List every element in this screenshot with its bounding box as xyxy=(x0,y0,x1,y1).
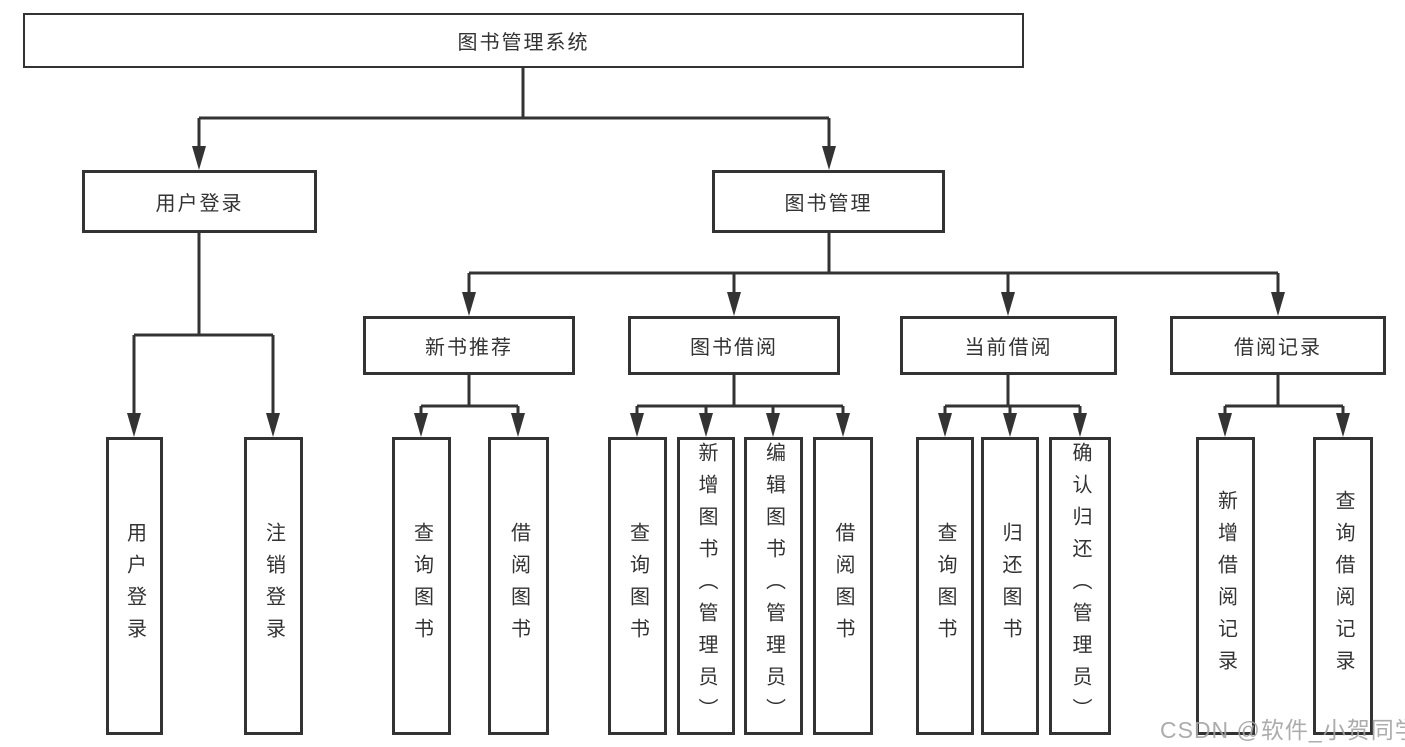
leaf-borrowing-query-books: 查询图书 xyxy=(608,437,667,735)
leaf-add-borrow-record: 新增借阅记录 xyxy=(1196,437,1255,735)
arrowhead-icon xyxy=(462,292,476,316)
arrowhead-icon xyxy=(127,413,141,437)
leaf-return-books: 归还图书 xyxy=(981,437,1039,735)
connector-root-to-level2 xyxy=(197,68,831,148)
arrowhead-icon xyxy=(1336,413,1350,437)
connector-current-borrowing-to-leaves xyxy=(943,375,1082,414)
leaf-label: 注销登录 xyxy=(262,522,285,650)
node-user-login: 用户登录 xyxy=(82,170,317,233)
arrowhead-icon xyxy=(511,413,525,437)
leaf-new-book-query-books: 查询图书 xyxy=(392,437,451,735)
arrowhead-icon xyxy=(1003,413,1017,437)
node-new-book-recommendation: 新书推荐 xyxy=(363,316,575,375)
arrowhead-icon xyxy=(414,413,428,437)
node-book-borrowing: 图书借阅 xyxy=(628,316,840,375)
leaf-label: 借阅图书 xyxy=(832,522,854,650)
connector-borrow-records-to-leaves xyxy=(1223,375,1345,414)
leaf-label: 归还图书 xyxy=(999,522,1021,650)
arrowhead-icon xyxy=(630,413,644,437)
node-borrowing-records: 借阅记录 xyxy=(1170,316,1386,375)
leaf-label: 新增图书（管理员） xyxy=(695,442,717,730)
leaf-label: 新增借阅记录 xyxy=(1214,490,1237,682)
leaf-label: 用户登录 xyxy=(123,522,146,650)
arrowheads xyxy=(127,146,1350,437)
leaf-confirm-return-admin: 确认归还（管理员） xyxy=(1049,437,1111,735)
leaf-current-query-books: 查询图书 xyxy=(916,437,974,735)
watermark: CSDN @软件_小贺同学 xyxy=(1160,717,1405,743)
node-library-management-system: 图书管理系统 xyxy=(23,13,1024,68)
leaf-borrowing-borrow-books: 借阅图书 xyxy=(813,437,873,735)
leaf-label: 查询图书 xyxy=(934,522,956,650)
leaf-add-book-admin: 新增图书（管理员） xyxy=(677,437,735,735)
connector-paths xyxy=(132,68,1345,414)
leaf-new-book-borrow-books: 借阅图书 xyxy=(488,437,549,735)
arrowhead-icon xyxy=(938,413,952,437)
leaf-query-borrow-record: 查询借阅记录 xyxy=(1313,437,1373,735)
connector-user-login-to-leaves xyxy=(132,233,275,414)
node-current-borrowing: 当前借阅 xyxy=(900,316,1117,375)
arrowhead-icon xyxy=(699,413,713,437)
connector-book-management-to-level3 xyxy=(467,233,1280,293)
arrowhead-icon xyxy=(266,413,280,437)
leaf-edit-book-admin: 编辑图书（管理员） xyxy=(744,437,803,735)
arrowhead-icon xyxy=(836,413,850,437)
connector-book-borrowing-to-leaves xyxy=(635,375,845,414)
arrowhead-icon xyxy=(822,146,836,170)
node-book-management: 图书管理 xyxy=(712,170,945,233)
arrowhead-icon xyxy=(1001,292,1015,316)
leaf-label: 编辑图书（管理员） xyxy=(762,442,785,730)
arrowhead-icon xyxy=(1218,413,1232,437)
leaf-label: 查询借阅记录 xyxy=(1332,490,1354,682)
connector-new-book-to-leaves xyxy=(419,375,520,414)
arrowhead-icon xyxy=(1271,292,1285,316)
leaf-label: 确认归还（管理员） xyxy=(1069,442,1091,730)
leaf-label: 查询图书 xyxy=(626,522,649,650)
leaf-label: 查询图书 xyxy=(410,522,433,650)
leaf-label: 借阅图书 xyxy=(507,522,530,650)
arrowhead-icon xyxy=(192,146,206,170)
arrowhead-icon xyxy=(1073,413,1087,437)
leaf-user-login: 用户登录 xyxy=(106,437,163,735)
arrowhead-icon xyxy=(766,413,780,437)
leaf-logout: 注销登录 xyxy=(244,437,303,735)
arrowhead-icon xyxy=(727,292,741,316)
